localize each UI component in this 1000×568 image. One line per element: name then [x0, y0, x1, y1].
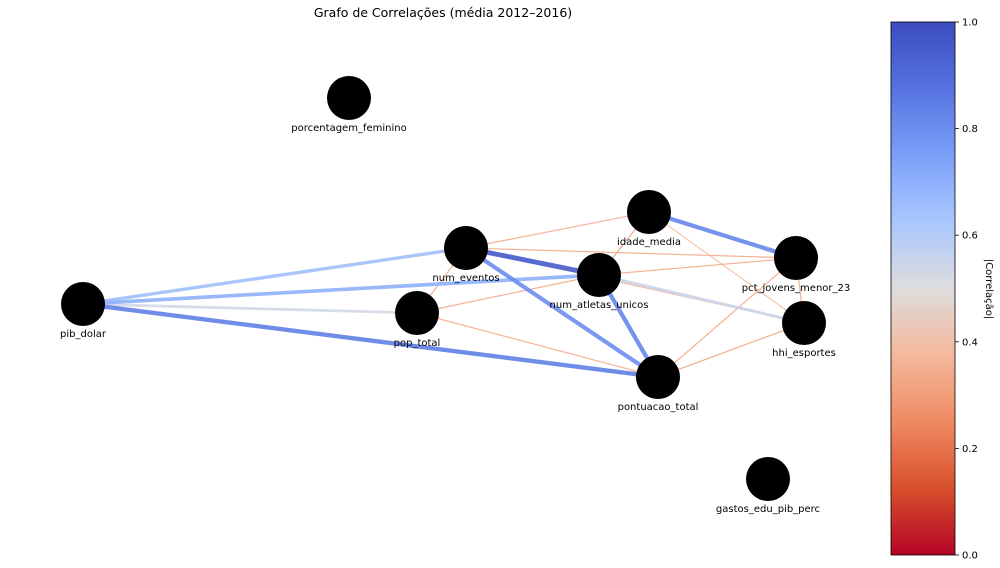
edge-pib_dolar-num_atletas_unicos	[82, 273, 600, 306]
node-pct_jovens_menor_23[interactable]	[774, 236, 818, 280]
node-idade_media[interactable]	[627, 190, 671, 234]
edge-num_eventos-idade_media	[465, 211, 650, 249]
colorbar-tick-label: 0.4	[962, 337, 978, 348]
colorbar-tick-label: 0.0	[962, 551, 978, 562]
colorbar-gradient	[890, 21, 956, 556]
colorbar-label: |Correlação|	[983, 259, 994, 319]
node-label-pop_total: pop_total	[394, 338, 441, 349]
node-pontuacao_total[interactable]	[636, 355, 680, 399]
node-label-pct_jovens_menor_23: pct_jovens_menor_23	[742, 283, 850, 294]
node-label-hhi_esportes: hhi_esportes	[772, 348, 836, 359]
edge-num_atletas_unicos-hhi_esportes	[598, 273, 805, 325]
node-hhi_esportes[interactable]	[782, 301, 826, 345]
node-label-num_atletas_unicos: num_atletas_unicos	[550, 300, 649, 311]
edge-idade_media-pct_jovens_menor_23	[648, 209, 797, 261]
edge-pib_dolar-pontuacao_total	[82, 301, 659, 380]
edge-idade_media-hhi_esportes	[648, 211, 805, 324]
node-num_eventos[interactable]	[444, 226, 488, 270]
node-pib_dolar[interactable]	[61, 282, 105, 326]
colorbar-tick-label: 1.0	[962, 18, 978, 29]
node-porcentagem_feminino[interactable]	[327, 76, 371, 120]
edge-num_eventos-pontuacao_total	[464, 246, 660, 379]
node-gastos_edu_pib_perc[interactable]	[746, 457, 790, 501]
colorbar: 0.0 0.2 0.4 0.6 0.8 1.0 |Correlação|	[890, 18, 994, 562]
colorbar-tick-label: 0.6	[962, 231, 978, 242]
edge-pop_total-pontuacao_total	[416, 312, 659, 378]
node-label-num_eventos: num_eventos	[432, 273, 499, 284]
edge-num_atletas_unicos-pct_jovens_menor_23	[598, 257, 797, 276]
edge-pct_jovens_menor_23-pontuacao_total	[657, 257, 797, 378]
edges-layer	[82, 209, 805, 380]
node-label-idade_media: idade_media	[617, 237, 681, 248]
colorbar-tick-label: 0.8	[962, 124, 978, 135]
node-label-porcentagem_feminino: porcentagem_feminino	[291, 123, 406, 134]
edge-num_eventos-pct_jovens_menor_23	[465, 247, 797, 259]
colorbar-ticks: 0.0 0.2 0.4 0.6 0.8 1.0	[955, 18, 978, 562]
node-label-gastos_edu_pib_perc: gastos_edu_pib_perc	[716, 504, 820, 515]
nodes-layer: porcentagem_feminino idade_media num_event…	[60, 76, 850, 515]
colorbar-tick-label: 0.2	[962, 444, 978, 455]
node-label-pontuacao_total: pontuacao_total	[618, 402, 699, 413]
edge-num_eventos-num_atletas_unicos	[465, 245, 600, 278]
node-label-pib_dolar: pib_dolar	[60, 329, 107, 340]
edge-num_atletas_unicos-pop_total	[416, 274, 600, 314]
node-num_atletas_unicos[interactable]	[577, 253, 621, 297]
node-pop_total[interactable]	[395, 291, 439, 335]
graph-title: Grafo de Correlações (média 2012–2016)	[314, 5, 572, 20]
edge-pib_dolar-pop_total	[82, 302, 418, 315]
edge-hhi_esportes-pontuacao_total	[657, 322, 805, 378]
edge-pib_dolar-num_eventos	[82, 246, 467, 306]
